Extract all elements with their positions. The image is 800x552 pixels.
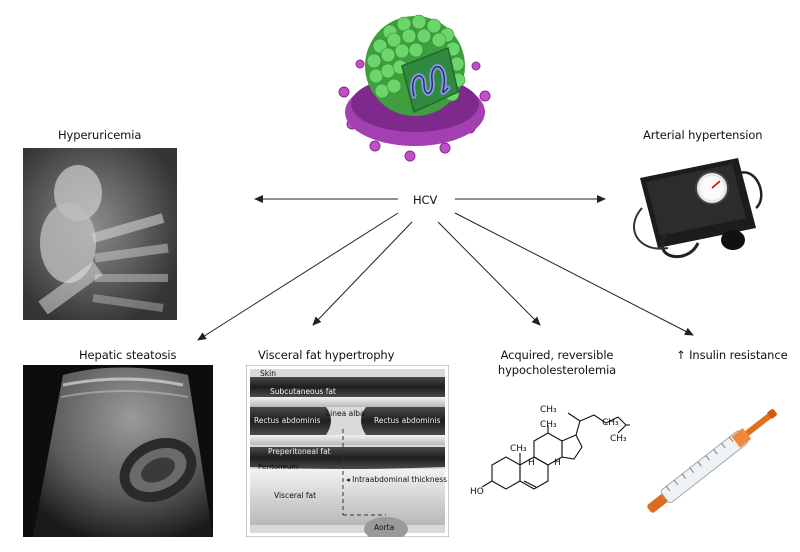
hcv-virus-illustration	[338, 14, 491, 162]
fat-skin-label: Skin	[260, 369, 276, 378]
fat-aorta-label: Aorta	[374, 523, 394, 532]
chol-ch3-ring2: CH₃	[510, 444, 527, 454]
fat-rectus-right-label: Rectus abdominis	[374, 416, 441, 425]
fat-visceral-label: Visceral fat	[274, 491, 316, 500]
hyperuricemia-label: Hyperuricemia	[58, 128, 142, 142]
arterial-hypertension-label: Arterial hypertension	[643, 128, 763, 142]
visceral-fat-diagram: Skin Subcutaneous fat Linea alba Rectus …	[246, 365, 449, 537]
blood-pressure-cuff-image	[633, 158, 763, 259]
chol-ch3-top: CH₃	[540, 405, 557, 415]
hypocholesterolemia-label-line1: Acquired, reversible	[500, 348, 614, 362]
chol-ch3-ring1: CH₃	[540, 420, 557, 430]
arrow-to-insulin	[454, 212, 694, 336]
fat-linea-alba-label: Linea alba	[326, 409, 365, 418]
insulin-syringe-image	[647, 409, 777, 513]
cholesterol-structure: CH₃ CH₃ CH₃ CH₃ CH₃ H H HO	[470, 405, 630, 497]
chol-ch3-right2: CH₃	[610, 434, 627, 444]
chol-ch3-right1: CH₃	[602, 418, 619, 428]
arrow-to-visceral-fat	[312, 221, 413, 326]
chol-ho: HO	[470, 487, 484, 497]
chol-h2: H	[554, 458, 561, 468]
liver-ultrasound-image	[23, 365, 213, 537]
fat-rectus-left-label: Rectus abdominis	[254, 416, 321, 425]
hepatic-steatosis-label: Hepatic steatosis	[79, 348, 177, 362]
hypocholesterolemia-label-line2: hypocholesterolemia	[497, 363, 617, 377]
fat-subcutaneous-label: Subcutaneous fat	[270, 387, 336, 396]
chol-h1: H	[528, 458, 535, 468]
arrow-to-steatosis	[197, 212, 399, 341]
fat-peritoneum-label: Peritoneum	[258, 463, 298, 471]
foot-xray-image	[23, 148, 177, 320]
visceral-fat-label: Visceral fat hypertrophy	[258, 348, 395, 362]
insulin-resistance-label: ↑ Insulin resistance	[676, 348, 788, 362]
fat-intraabdominal-label: ◂ Intraabdominal thickness	[346, 475, 447, 484]
arrow-to-cholesterol	[437, 221, 541, 326]
hcv-label: HCV	[413, 193, 438, 207]
fat-preperitoneal-label: Preperitoneal fat	[268, 447, 331, 456]
